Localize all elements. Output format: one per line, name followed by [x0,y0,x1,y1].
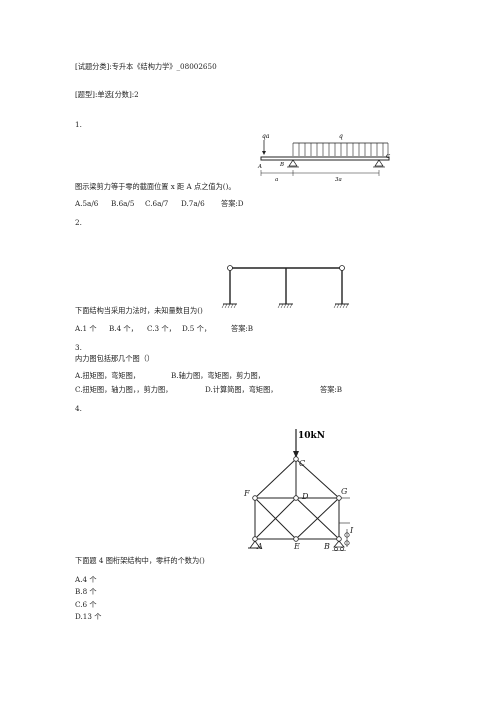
q4-option-c: C.6 个 [75,600,97,609]
q2-stem: 下面结构当采用力法时，未知量数目为() [75,306,203,315]
q4-node-I: I [349,526,354,535]
q1-label-C: C [386,154,391,160]
q1-label-A: A [257,164,262,170]
q1-option-b: B.6a/5 [111,199,135,208]
q3-option-d: D.计算简图，弯矩图， [205,385,278,394]
q2-frame-figure [221,265,349,309]
q1-load-label-qa: qa [262,133,270,140]
q1-option-c: C.6a/7 [145,199,169,208]
q2-option-d: D.5 个， [182,324,212,333]
q3-number: 3. [75,343,82,352]
q2-answer: 答案:B [231,324,254,333]
q4-option-d: D.13 个 [75,612,102,621]
q1-number: 1. [75,120,82,129]
q1-dim-a: a [275,177,278,183]
q3-option-a: A.扭矩图，弯矩图， [75,371,140,380]
q4-number: 4. [75,404,82,413]
q4-truss-figure: 10kN C D F G A E B I [243,429,354,551]
question-category: [试题分类]:专升本《结构力学》_08002650 [75,62,217,71]
q1-load-label-q: q [339,133,343,140]
q1-beam-figure: qa A q B C a 3a [257,133,391,183]
q1-stem: 图示梁剪力等于零的截面位置 x 距 A 点之值为()。 [75,182,236,191]
q4-load-label: 10kN [298,431,325,441]
q3-stem: 内力图包括那几个图（） [75,354,155,363]
q4-node-E: E [293,542,300,551]
q4-option-b: B.8 个 [75,587,97,596]
q4-node-D: D [301,492,309,501]
q4-node-F: F [243,489,250,498]
q4-option-a: A.4 个 [75,575,97,584]
q4-node-A: A [256,542,263,551]
question-type: [题型]:单选[分数]:2 [75,90,139,99]
q4-node-B: B [323,542,330,551]
q4-node-C: C [299,459,305,468]
q2-option-a: A.1 个 [75,324,97,333]
q2-option-b: B.4 个， [109,324,138,333]
q2-number: 2. [75,218,82,227]
q3-answer: 答案:B [320,385,343,394]
q3-option-c: C.扭矩图，轴力图，，剪力图， [75,385,173,394]
q3-option-b: B.轴力图，弯矩图，剪力图， [171,371,265,380]
q1-option-a: A.5a/6 [75,199,99,208]
q1-answer: 答案:D [221,199,244,208]
q2-option-c: C.3 个， [147,324,176,333]
q4-stem: 下面题 4 图桁架结构中，零杆的个数为() [75,556,205,565]
q1-label-B: B [279,162,284,168]
q4-node-G: G [341,487,348,496]
q1-option-d: D.7a/6 [181,199,205,208]
q1-dim-3a: 3a [335,177,342,183]
